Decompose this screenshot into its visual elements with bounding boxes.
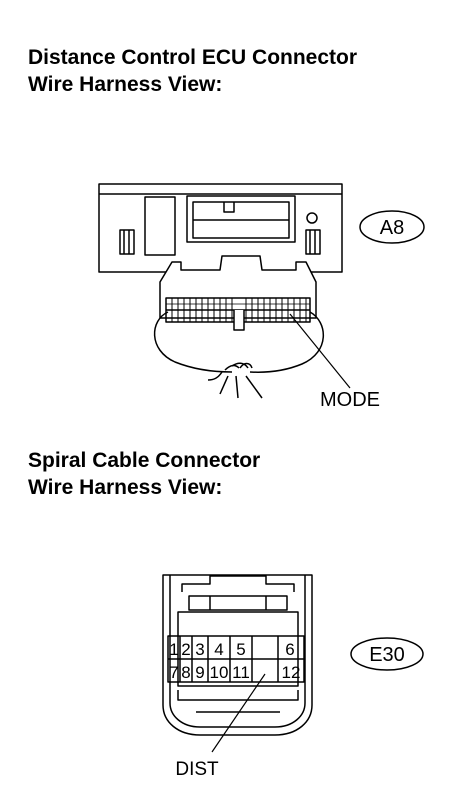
ecu-connector-drawing: [98, 183, 343, 273]
ecu-harness-plug: [159, 255, 317, 331]
pin-label: 3: [195, 640, 204, 659]
spiral-connector-drawing: [162, 574, 313, 736]
pin-label: 5: [236, 640, 245, 659]
spiral-title-line2: Wire Harness View:: [28, 476, 223, 499]
ecu-wire-bundle: [153, 311, 324, 399]
a8-code-oval: [359, 210, 425, 244]
pin-label: 8: [181, 663, 190, 682]
ecu-title-line2: Wire Harness View:: [28, 73, 223, 96]
mode-callout-label: MODE: [320, 389, 380, 411]
e30-code-oval: [350, 637, 424, 671]
spiral-connector-title: Spiral Cable Connector Wire Harness View…: [28, 447, 260, 501]
pin-label: 11: [232, 663, 250, 682]
ecu-title-line1: Distance Control ECU Connector: [28, 46, 358, 69]
pin-label: 4: [214, 640, 223, 659]
pin-label: 12: [282, 663, 301, 682]
pin-label: 1: [169, 640, 178, 659]
e30-code-label: E30: [369, 644, 405, 666]
pin-label: 10: [210, 663, 229, 682]
ecu-connector-title: Distance Control ECU Connector Wire Harn…: [28, 44, 357, 98]
pin-label: 7: [169, 663, 178, 682]
mode-leader-line: [289, 313, 351, 389]
spiral-title-line1: Spiral Cable Connector: [28, 449, 261, 472]
pin-label: 2: [181, 640, 190, 659]
pin-label: 9: [195, 663, 204, 682]
dist-callout-label: DIST: [175, 759, 219, 780]
dist-leader-line: [211, 673, 266, 753]
pin-label: 6: [285, 640, 294, 659]
a8-code-label: A8: [380, 217, 404, 239]
